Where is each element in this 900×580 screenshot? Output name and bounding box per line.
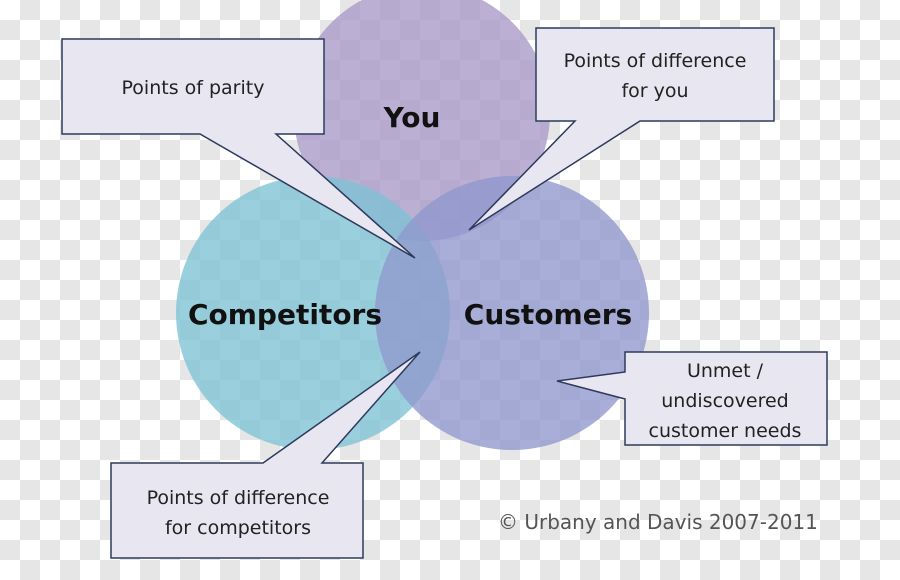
callout-points-of-parity: Points of parity bbox=[61, 38, 416, 259]
callout-unmet-line-2: undiscovered bbox=[661, 390, 788, 412]
callout-you-line-2: for you bbox=[621, 80, 688, 102]
callout-points-of-difference-competitors: Points of difference for competitors bbox=[110, 351, 421, 559]
competitors-label: Competitors bbox=[188, 298, 382, 331]
callout-comp-line-2: for competitors bbox=[165, 517, 311, 539]
callout-unmet-line-1: Unmet / bbox=[687, 360, 764, 382]
callout-points-of-difference-you: Points of difference for you bbox=[468, 27, 775, 231]
customers-label: Customers bbox=[464, 298, 632, 331]
copyright-notice: © Urbany and Davis 2007-2011 bbox=[498, 510, 818, 534]
callout-unmet-needs: Unmet / undiscovered customer needs bbox=[556, 351, 828, 446]
callout-parity-line-1: Points of parity bbox=[122, 77, 265, 99]
callout-comp-line-1: Points of difference bbox=[147, 487, 330, 509]
you-label: You bbox=[383, 101, 441, 134]
callout-unmet-line-3: customer needs bbox=[649, 420, 802, 442]
callout-you-line-1: Points of difference bbox=[564, 50, 747, 72]
